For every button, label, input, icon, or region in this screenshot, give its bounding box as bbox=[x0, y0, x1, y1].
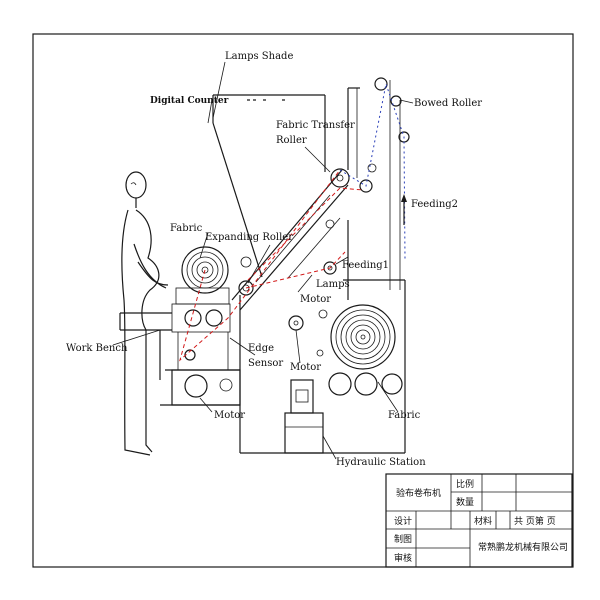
label-hydraulic-station: Hydraulic Station bbox=[336, 457, 426, 468]
label-feeding2: Feeding2 bbox=[411, 199, 458, 210]
rollers bbox=[181, 77, 410, 398]
tb-material: 材料 bbox=[474, 515, 492, 527]
label-motor-center: Motor bbox=[290, 362, 321, 373]
tb-company: 常熟鹏龙机械有限公司 bbox=[478, 541, 568, 553]
fabric-paths bbox=[179, 82, 406, 362]
label-fabric-transfer-1: Fabric Transfer bbox=[276, 120, 355, 131]
tb-machine-name: 验布卷布机 bbox=[396, 487, 441, 499]
label-fabric-transfer-2: Roller bbox=[276, 135, 307, 146]
label-edge-sensor-2: Sensor bbox=[248, 358, 283, 369]
label-edge-sensor-1: Edge bbox=[248, 343, 274, 354]
leader-lines bbox=[112, 61, 414, 460]
label-bowed-roller: Bowed Roller bbox=[414, 98, 482, 109]
label-fabric-left: Fabric bbox=[170, 223, 203, 234]
label-lamps: Lamps bbox=[316, 279, 350, 290]
label-expanding-roller: Expanding Roller bbox=[205, 232, 293, 243]
label-lamps-shade: Lamps Shade bbox=[225, 51, 293, 62]
work-bench bbox=[119, 312, 172, 380]
tb-drawing: 制图 bbox=[394, 533, 412, 545]
tb-review: 审核 bbox=[394, 552, 412, 564]
drawing-border bbox=[32, 33, 574, 568]
tb-sheets: 共 页第 页 bbox=[514, 515, 556, 527]
operator-figure bbox=[121, 171, 169, 456]
tb-design: 设计 bbox=[394, 515, 412, 527]
label-motor-bottom: Motor bbox=[214, 410, 245, 421]
label-work-bench: Work Bench bbox=[66, 343, 128, 354]
tb-quantity: 数量 bbox=[456, 496, 474, 508]
machine-frame bbox=[160, 80, 406, 454]
label-feeding1: Feeding1 bbox=[342, 260, 389, 271]
label-motor-mid: Motor bbox=[300, 294, 331, 305]
title-block bbox=[385, 473, 573, 568]
feeding2-arrow bbox=[401, 194, 407, 225]
label-fabric-right: Fabric bbox=[388, 410, 421, 421]
tb-scale: 比例 bbox=[456, 478, 474, 490]
label-digital-counter: Digital Counter bbox=[150, 96, 229, 106]
